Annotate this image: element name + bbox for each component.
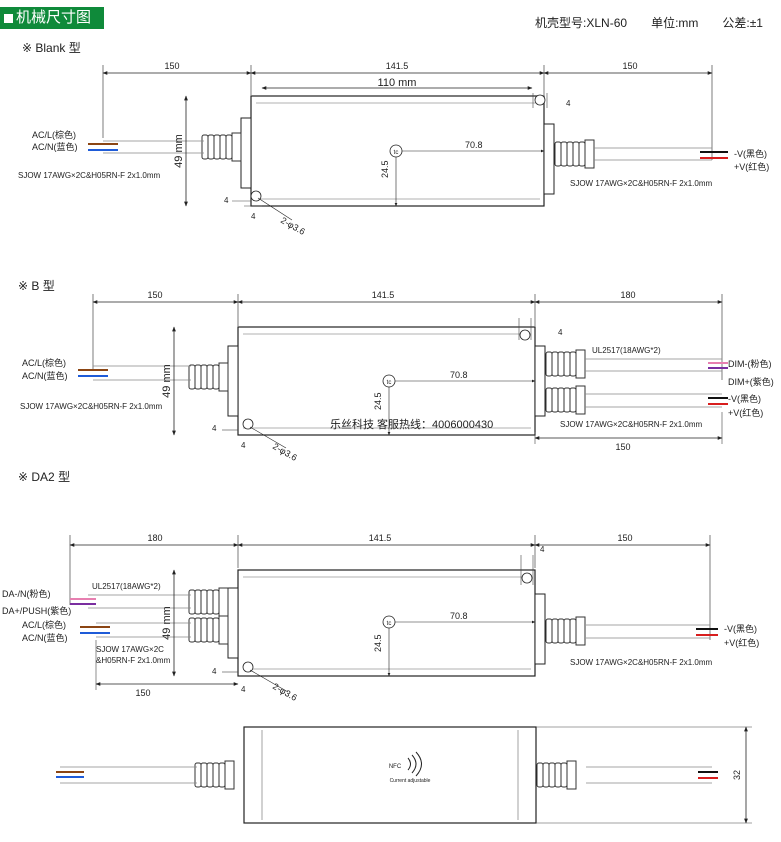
blank-dim-mount: 110 mm [378, 77, 417, 89]
b-dim-left: 150 [147, 290, 162, 300]
blank-cable-in: SJOW 17AWG×2C&H05RN-F 2x1.0mm [18, 171, 161, 180]
da2-dim-hole: 2-φ3.6 [271, 681, 299, 703]
tc-label: tc [387, 380, 392, 386]
b-label-dimneg: DIM-(粉色) [728, 358, 772, 369]
b-dim-height: 49 mm [161, 364, 173, 398]
da2-label-vpos: +V(红色) [724, 637, 759, 648]
da2-dim-4a: 4 [540, 545, 545, 554]
nfc-label: NFC [389, 764, 402, 770]
b-title: ※ B 型 [18, 279, 55, 293]
tc-label: tc [387, 621, 392, 627]
blank-dim-hole: 2-φ3.6 [279, 215, 307, 237]
side-dim-height: 32 [732, 770, 742, 780]
b-dim-tc-x: 70.8 [450, 370, 468, 380]
tolerance-label: 公差:±1 [722, 16, 763, 30]
header-info: 机壳型号:XLN-60 单位:mm 公差:±1 [511, 14, 763, 31]
b-cable-out: SJOW 17AWG×2C&H05RN-F 2x1.0mm [560, 420, 703, 429]
b-label-acn: AC/N(蓝色) [22, 370, 68, 381]
b-label-vpos: +V(红色) [728, 407, 763, 418]
da2-cable-in-2: &H05RN-F 2x1.0mm [96, 656, 171, 665]
section-title: 机械尺寸图 [16, 9, 92, 26]
da2-dim-body: 141.5 [369, 533, 392, 543]
case-model: 机壳型号:XLN-60 [535, 16, 628, 30]
nfc-icon [407, 751, 422, 777]
blank-title: ※ Blank 型 [22, 41, 81, 55]
b-label-dimpos: DIM+(紫色) [728, 376, 774, 387]
da2-label-vneg: -V(黑色) [724, 623, 757, 634]
b-dim-tc-y: 24.5 [373, 392, 383, 410]
blank-dim-height: 49 mm [173, 134, 185, 168]
blank-dim-tc-y: 24.5 [380, 160, 390, 178]
square-bullet-icon [4, 13, 13, 23]
da2-dim-in2: 150 [135, 688, 150, 698]
da2-title: ※ DA2 型 [18, 470, 70, 484]
b-dim-right: 180 [620, 290, 635, 300]
da2-cable-out: SJOW 17AWG×2C&H05RN-F 2x1.0mm [570, 658, 713, 667]
side-housing [243, 726, 537, 824]
nfc-caption: Current adjustable [390, 778, 431, 784]
b-cable-ul: UL2517(18AWG*2) [592, 346, 661, 355]
da2-label-acn: AC/N(蓝色) [22, 632, 68, 643]
blank-drawing: ※ Blank 型 150 141.5 150 110 mm AC/L(棕色) … [18, 41, 769, 237]
blank-label-vneg: -V(黑色) [734, 148, 767, 159]
da2-dim-tc-x: 70.8 [450, 611, 468, 621]
da2-dim-tc-y: 24.5 [373, 634, 383, 652]
da2-dim-4b: 4 [212, 667, 217, 676]
blank-dim-body: 141.5 [386, 61, 409, 71]
blank-label-acn: AC/N(蓝色) [32, 141, 78, 152]
da2-dim-height: 49 mm [161, 606, 173, 640]
b-dim-body: 141.5 [372, 290, 395, 300]
unit-label: 单位:mm [651, 16, 699, 30]
b-dim-4b: 4 [212, 424, 217, 433]
blank-dim-4b: 4 [224, 196, 229, 205]
b-label-acl: AC/L(棕色) [22, 357, 66, 368]
b-dim-out2: 150 [615, 442, 630, 452]
blank-dim-right: 150 [622, 61, 637, 71]
blank-label-vpos: +V(红色) [734, 161, 769, 172]
b-label-vneg: -V(黑色) [728, 393, 761, 404]
da2-cable-ul: UL2517(18AWG*2) [92, 582, 161, 591]
da2-cable-in-1: SJOW 17AWG×2C [96, 645, 164, 654]
blank-dim-tc-x: 70.8 [465, 140, 483, 150]
watermark-text: 乐丝科技 客服热线：4006000430 [330, 417, 493, 431]
da2-label-acl: AC/L(棕色) [22, 619, 66, 630]
side-view-drawing: NFC Current adjustable 32 [56, 726, 752, 824]
section-title-bar: 机械尺寸图 [0, 7, 104, 29]
blank-cable-out: SJOW 17AWG×2C&H05RN-F 2x1.0mm [570, 179, 713, 188]
da2-label-dan: DA-/N(粉色) [2, 588, 51, 599]
da2-dim-right: 150 [617, 533, 632, 543]
b-dim-hole: 2-φ3.6 [271, 441, 299, 463]
da2-dim-left: 180 [147, 533, 162, 543]
blank-label-acl: AC/L(棕色) [32, 129, 76, 140]
da2-label-dap: DA+/PUSH(紫色) [2, 605, 71, 616]
blank-dim-4c: 4 [251, 212, 256, 221]
blank-dim-left: 150 [164, 61, 179, 71]
da2-dim-4c: 4 [241, 685, 246, 694]
da2-drawing: ※ DA2 型 180 141.5 150 UL2517(18AWG*2) DA… [2, 470, 759, 703]
tc-label: tc [394, 150, 399, 156]
blank-dim-4a: 4 [566, 99, 571, 108]
b-cable-in: SJOW 17AWG×2C&H05RN-F 2x1.0mm [20, 402, 163, 411]
b-dim-4a: 4 [558, 328, 563, 337]
b-drawing: ※ B 型 150 141.5 180 AC/L(棕色) AC/N(蓝色) SJ… [18, 279, 774, 463]
b-dim-4c: 4 [241, 441, 246, 450]
